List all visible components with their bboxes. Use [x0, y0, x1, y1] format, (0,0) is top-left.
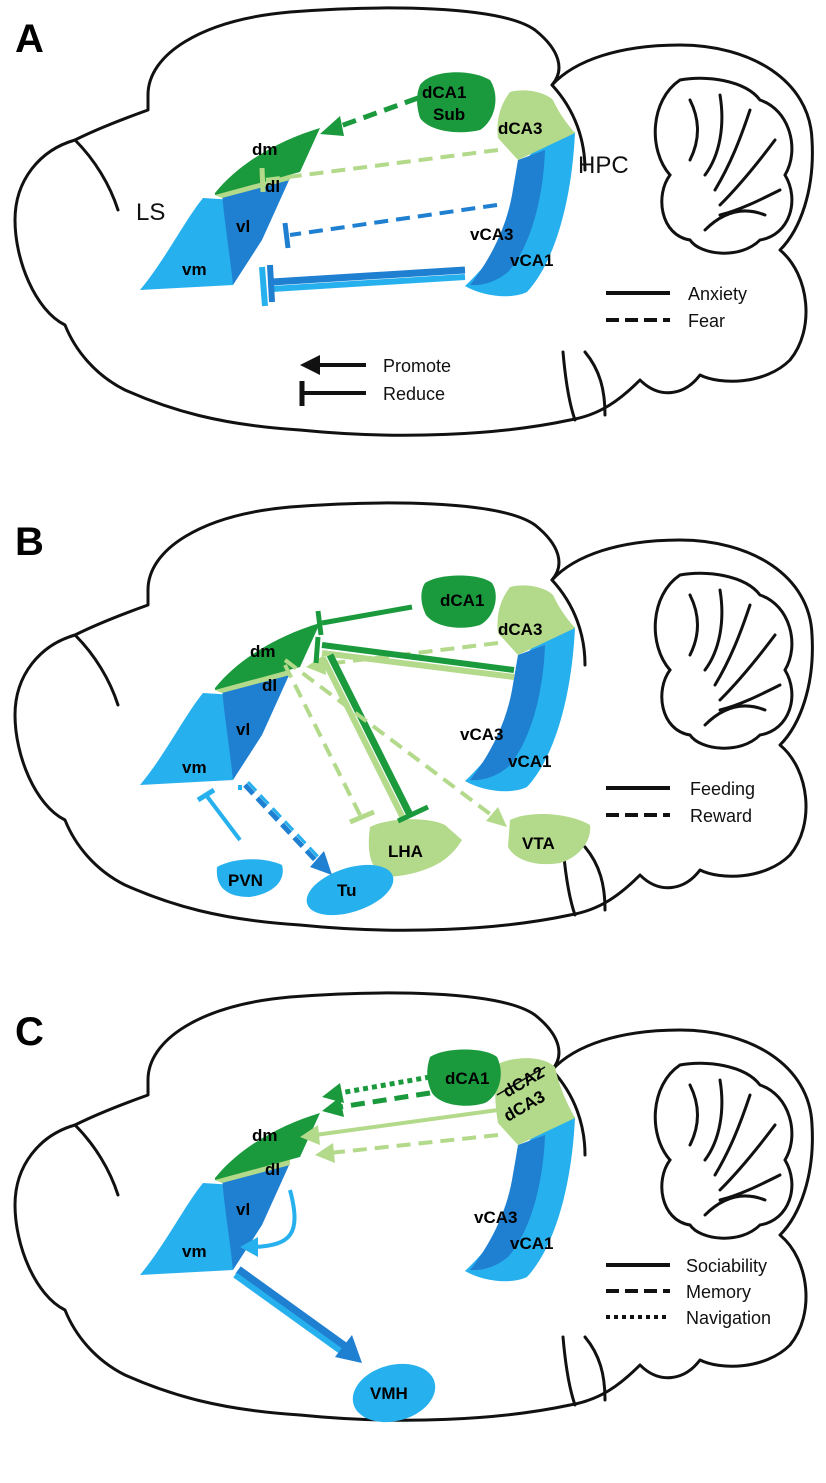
panel-a-arrows [259, 95, 499, 307]
panel-b-legend: Feeding Reward [606, 779, 755, 826]
lateral-septum [140, 128, 320, 290]
panel-b: B [13, 501, 814, 932]
target-regions [352, 1363, 436, 1423]
legend-fear: Fear [688, 311, 725, 331]
target-regions [216, 813, 591, 916]
label-vl: vl [236, 1200, 250, 1219]
pvn-region [216, 859, 283, 897]
legend-sociability: Sociability [686, 1256, 767, 1276]
label-vl: vl [236, 720, 250, 739]
legend-memory: Memory [686, 1282, 751, 1302]
lateral-septum [140, 1113, 320, 1275]
label-dca1: dCA1 [445, 1069, 489, 1088]
label-dca1: dCA1 [422, 83, 466, 102]
hippocampus [417, 72, 575, 297]
label-dm: dm [252, 140, 278, 159]
panel-a-labels: dCA1 Sub dCA3 HPC dm dl LS vl vm vCA3 vC… [136, 83, 629, 279]
vmh-region [352, 1363, 436, 1423]
label-hpc: HPC [578, 152, 629, 179]
panel-letter-a: A [15, 17, 44, 61]
panel-letter-c: C [15, 1010, 44, 1054]
label-vca3: vCA3 [474, 1208, 517, 1227]
label-vm: vm [182, 1242, 207, 1261]
legend-feeding: Feeding [690, 779, 755, 799]
panel-a-key: Promote Reduce [299, 355, 451, 406]
label-dl: dl [265, 1160, 280, 1179]
brain-outline [13, 991, 814, 1422]
tu-region [306, 864, 394, 916]
label-dca3: dCA3 [498, 620, 542, 639]
panel-a: A dCA1 Sub dCA3 [13, 6, 814, 437]
panel-c: C [13, 991, 814, 1423]
label-lha: LHA [388, 842, 423, 861]
panel-b-arrows [196, 604, 515, 875]
key-promote: Promote [383, 356, 451, 376]
hippocampus [421, 575, 575, 792]
label-dca1: dCA1 [440, 591, 484, 610]
hippocampus [427, 1049, 575, 1282]
label-vca1: vCA1 [508, 752, 551, 771]
label-sub: Sub [433, 105, 465, 124]
label-vca1: vCA1 [510, 1234, 553, 1253]
label-vca1: vCA1 [510, 251, 553, 270]
label-vta: VTA [522, 834, 555, 853]
label-vl: vl [236, 217, 250, 236]
lateral-septum [140, 623, 320, 785]
label-pvn: PVN [228, 871, 263, 890]
label-dl: dl [262, 676, 277, 695]
key-reduce: Reduce [383, 384, 445, 404]
label-vm: vm [182, 758, 207, 777]
label-dm: dm [252, 1126, 278, 1145]
label-vm: vm [182, 260, 207, 279]
label-dca3: dCA3 [498, 119, 542, 138]
label-tu: Tu [337, 881, 357, 900]
legend-reward: Reward [690, 806, 752, 826]
panel-c-legend: Sociability Memory Navigation [606, 1256, 771, 1328]
lha-region [368, 819, 462, 877]
panel-letter-b: B [15, 520, 44, 564]
legend-navigation: Navigation [686, 1308, 771, 1328]
panel-b-labels: dCA1 dCA3 dm dl vl vm vCA3 vCA1 LHA VTA … [182, 591, 555, 900]
label-dl: dl [265, 177, 280, 196]
panel-c-arrows [233, 1074, 499, 1363]
label-vmh: VMH [370, 1384, 408, 1403]
label-ls: LS [136, 199, 165, 226]
panel-a-legend: Anxiety Fear [606, 284, 747, 331]
label-vca3: vCA3 [470, 225, 513, 244]
label-vca3: vCA3 [460, 725, 503, 744]
legend-anxiety: Anxiety [688, 284, 747, 304]
vta-region [508, 813, 591, 865]
label-dm: dm [250, 642, 276, 661]
